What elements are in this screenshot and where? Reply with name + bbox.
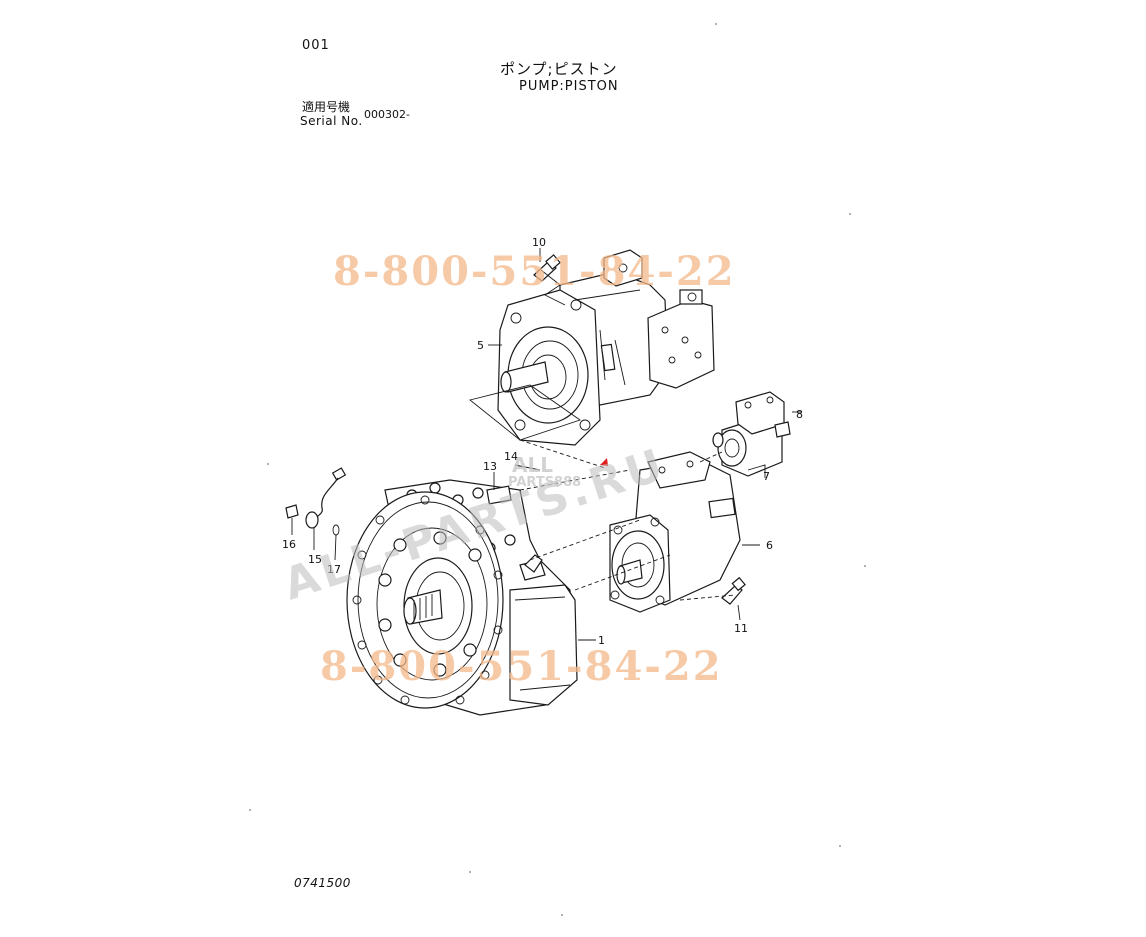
callout-8: 8	[796, 408, 803, 421]
callout-5: 5	[477, 339, 484, 352]
scan-specks	[249, 23, 866, 916]
callout-7: 7	[763, 470, 770, 483]
callout-1: 1	[598, 634, 605, 647]
callout-14: 14	[504, 450, 518, 463]
leader-lines	[291, 248, 802, 641]
callout-6: 6	[766, 539, 773, 552]
watermark-phone-bottom: 8-800-551-84-22	[320, 643, 723, 690]
callout-10: 10	[532, 236, 546, 249]
serial-label: Serial No.	[300, 114, 363, 128]
page-title-japanese: ポンプ;ピストン	[500, 60, 618, 78]
drawing-number: 0741500	[294, 876, 351, 890]
callout-17: 17	[327, 563, 341, 576]
callout-16: 16	[282, 538, 296, 551]
watermark-phone-top: 8-800-551-84-22	[333, 248, 736, 295]
callout-numbers: 10 5 8 7 6 11 1 13 14 16 15 17	[282, 236, 803, 647]
upper-pump-assembly	[469, 249, 715, 446]
main-pump-assembly	[346, 479, 578, 716]
page-number: 001	[302, 38, 330, 53]
pilot-pump-assembly	[712, 391, 791, 477]
rear-pump-assembly	[609, 451, 746, 613]
callout-13: 13	[483, 460, 497, 473]
watermark-logo-line-1: ALL	[512, 453, 553, 477]
page-title: PUMP:PISTON	[519, 79, 619, 94]
callout-15: 15	[308, 553, 322, 566]
watermark-logo-line-2: PARTS888	[508, 475, 581, 490]
red-marker	[600, 458, 608, 466]
serial-label-japanese: 適用号機	[302, 100, 351, 114]
sensor-parts	[285, 467, 347, 536]
serial-value: 000302-	[364, 108, 410, 121]
callout-11: 11	[734, 622, 748, 635]
